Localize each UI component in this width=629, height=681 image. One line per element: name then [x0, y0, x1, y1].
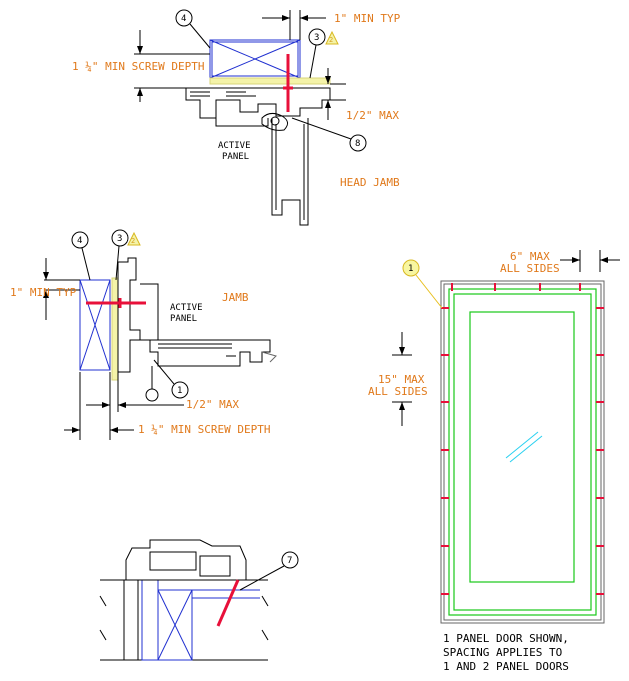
svg-text:3: 3: [117, 234, 122, 244]
sill-callout-7: [281, 551, 299, 569]
elevation-glass: [469, 311, 575, 583]
jamb-revision-triangle: [127, 231, 141, 246]
jamb-dim-max-label: 1/2" MAX: [186, 398, 239, 411]
svg-text:2: 2: [131, 237, 135, 245]
sill-detail: 7: [99, 539, 299, 661]
jamb-frame-profile: [117, 257, 141, 373]
elevation-note-line3: 1 AND 2 PANEL DOORS: [443, 660, 569, 673]
svg-text:1: 1: [408, 264, 413, 274]
jamb-title: JAMB: [222, 291, 249, 304]
sill-threshold-profile: [125, 539, 247, 581]
elevation-note-line1: 1 PANEL DOOR SHOWN,: [443, 632, 569, 645]
jamb-callout-1: [171, 381, 189, 399]
sill-fastener: [216, 579, 240, 627]
jamb-panel-profile: [149, 339, 271, 367]
svg-text:8: 8: [355, 139, 360, 149]
elevation-dim-top-line2: ALL SIDES: [500, 262, 560, 275]
svg-text:1: 1: [177, 386, 182, 396]
head-callout-4: [175, 9, 193, 27]
head-revision-triangle: [325, 30, 339, 45]
head-title: HEAD JAMB: [340, 176, 400, 189]
jamb-wood-block: [79, 279, 111, 371]
head-callout-8: [349, 134, 367, 152]
elevation-panel: [448, 288, 597, 616]
elevation-dim-side-line2: ALL SIDES: [368, 385, 428, 398]
elevation-frame-outer: [440, 280, 605, 624]
elevation-dim-side-line1: 15" MAX: [378, 373, 425, 386]
svg-text:2: 2: [329, 36, 333, 44]
sill-wood-block: [157, 589, 193, 661]
jamb-dim-top-label: 1" MIN TYP: [10, 286, 77, 299]
elevation-callout-1: [402, 259, 420, 277]
svg-text:4: 4: [181, 14, 186, 24]
jamb-active-panel-line1: ACTIVE: [170, 303, 203, 313]
jamb-active-panel-line2: PANEL: [170, 314, 197, 324]
jamb-detail: 1" MIN TYP 1/2" MAX 1 ¼" MIN SCREW DEPTH…: [10, 229, 277, 440]
svg-text:4: 4: [77, 236, 82, 246]
head-active-panel-line2: PANEL: [222, 152, 249, 162]
jamb-callout-3: [111, 229, 129, 247]
head-active-panel-line1: ACTIVE: [218, 141, 251, 151]
elevation-note-line2: SPACING APPLIES TO: [443, 646, 562, 659]
elevation-dim-top-line1: 6" MAX: [510, 250, 550, 263]
jamb-callout-4: [71, 231, 89, 249]
head-dim-top-label: 1" MIN TYP: [334, 12, 401, 25]
head-dim-screw-label: 1 ¼" MIN SCREW DEPTH: [72, 60, 204, 73]
jamb-shim: [111, 277, 119, 381]
jamb-dim-screw-label: 1 ¼" MIN SCREW DEPTH: [138, 423, 270, 436]
door-elevation: 6" MAX ALL SIDES 15" MAX ALL SIDES 1 1 P…: [368, 250, 620, 673]
head-dim-max-label: 1/2" MAX: [346, 109, 399, 122]
elevation-fasteners: [441, 283, 604, 595]
head-jamb-detail: 1" MIN TYP 1 ¼" MIN SCREW DEPTH 1/2" MAX…: [72, 9, 401, 226]
head-callout-3: [308, 28, 326, 46]
svg-text:3: 3: [314, 33, 319, 43]
head-shim: [209, 77, 331, 85]
svg-text:7: 7: [287, 556, 292, 566]
head-panel-profile: [271, 118, 309, 226]
